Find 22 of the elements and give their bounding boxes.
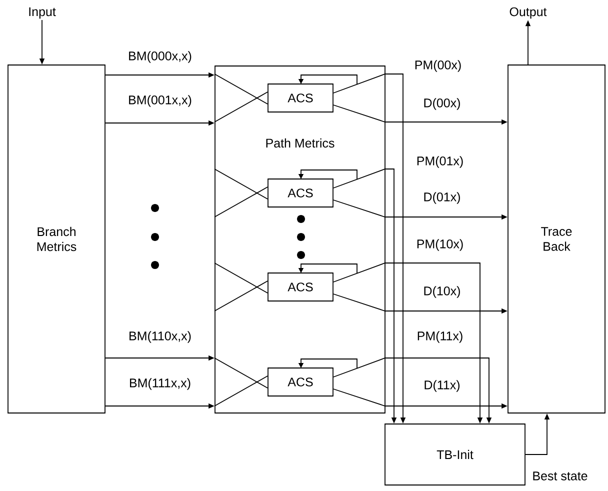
edge-label: PM(10x) <box>415 238 465 252</box>
edge-label: BM(110x,x) <box>128 330 192 344</box>
edge-label: Best state <box>531 470 589 482</box>
edge-label: D(10x) <box>422 285 462 299</box>
edge-label: D(01x) <box>422 191 462 205</box>
acs-box: ACS <box>268 272 334 302</box>
acs-box: ACS <box>268 84 334 112</box>
edge-label: PM(01x) <box>415 155 465 169</box>
edge-label: BM(001x,x) <box>127 94 193 108</box>
edge-label: PM(11x) <box>416 330 464 344</box>
edge-label: BM(000x,x) <box>127 50 193 64</box>
output-label: Output <box>510 7 547 19</box>
edge-label: D(11x) <box>422 379 462 393</box>
edge-label: PM(00x) <box>413 59 463 73</box>
tb-init-box: TB-Init <box>384 424 526 486</box>
acs-box: ACS <box>268 368 334 396</box>
trace-back-box: Trace Back <box>508 64 606 414</box>
edge-label: D(00x) <box>422 97 462 111</box>
branch-metrics-box: Branch Metrics <box>8 64 106 414</box>
input-label: Input <box>29 7 56 19</box>
edge-label: BM(111x,x) <box>128 377 192 391</box>
acs-box: ACS <box>268 178 334 208</box>
